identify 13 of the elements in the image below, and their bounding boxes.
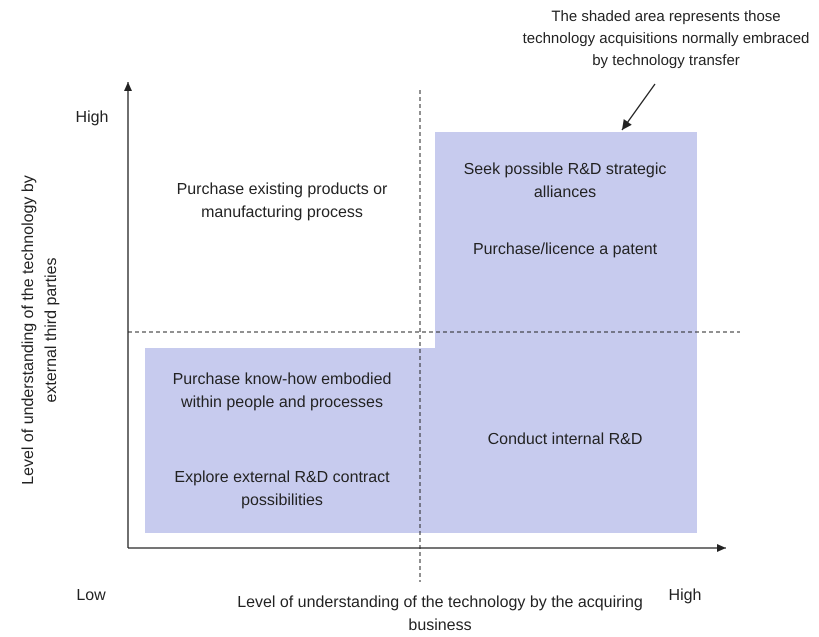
- axis-tick-label: High: [74, 108, 110, 128]
- axis-title: Level of understanding of the technology by the acquiring business: [236, 593, 644, 636]
- quadrant-text: Explore external R&D contract possibilities: [173, 468, 391, 511]
- quadrant-text: Conduct internal R&D: [486, 430, 644, 450]
- quadrant-text: Purchase/licence a patent: [472, 240, 658, 260]
- annotation-text: The shaded area represents those technology acquisitions normally embraced by technology transfer: [522, 7, 810, 71]
- quadrant-text: Purchase know-how embodied within people and processes: [172, 370, 392, 413]
- axis-title: Level of understanding of the technology by external third parties: [19, 174, 61, 487]
- axis-tick-label: High: [668, 586, 702, 606]
- axis-tick-label: Low: [75, 586, 107, 606]
- quadrant-text: Purchase existing products or manufacturing process: [176, 180, 388, 223]
- quadrant-text: Seek possible R&D strategic alliances: [462, 160, 668, 203]
- leader-arrow: [621, 84, 656, 130]
